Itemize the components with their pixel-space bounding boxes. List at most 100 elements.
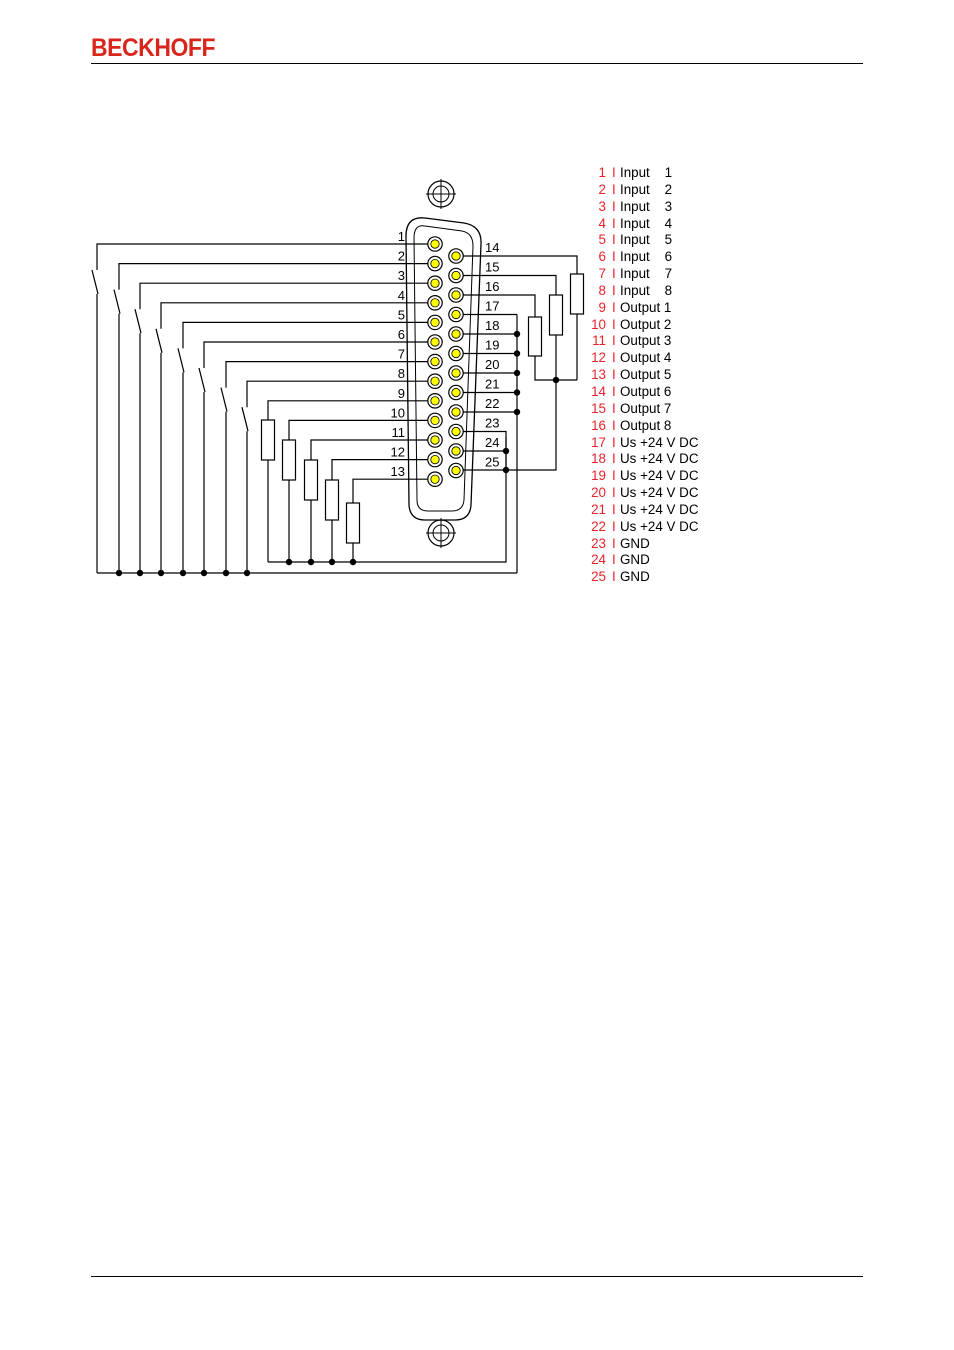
resistor [345,502,361,544]
pin-label-16: 16 [485,279,499,294]
resistor [548,294,564,336]
output-wire [534,356,577,381]
pin-label-9: 9 [398,386,405,401]
junction-dot [285,558,293,566]
input-wire [203,341,428,368]
pin-contact [451,309,461,320]
pin-contact [451,329,461,339]
pin-label-3: 3 [398,268,405,283]
legend-signal: Input 4 [620,215,673,231]
legend-pin-number: 24 [591,552,606,568]
pin-contact [430,278,440,288]
pin-label-18: 18 [485,318,499,333]
input-wire [139,282,428,310]
switch [220,387,228,412]
legend-pin-number: 8 [598,282,606,298]
legend-separator: I [612,552,616,568]
footer-rule [91,1276,863,1277]
legend-separator: I [612,282,616,298]
legend-pin-number: 21 [591,501,606,517]
junction-dot [513,389,521,396]
pin-contact [430,298,440,308]
pin-contact [430,239,440,249]
resistor [303,459,319,501]
legend-separator: I [612,333,616,349]
pin-label-11: 11 [392,425,406,440]
switch [155,328,163,353]
junction-dot [513,408,521,416]
legend-separator: I [612,215,616,231]
pin-contact [430,317,440,327]
pin-contact [451,270,461,281]
input-wire [225,361,428,388]
legend-signal: Us +24 V DC [620,468,699,484]
legend-pin-number: 15 [591,400,606,416]
legend-separator: I [612,266,616,282]
legend-pin-number: 17 [591,434,606,450]
switch [177,348,185,373]
pin-label-4: 4 [398,288,405,303]
legend-separator: I [612,518,616,534]
legend-pin-number: 11 [592,333,606,349]
pin-label-24: 24 [485,435,499,450]
pin-label-25: 25 [485,455,499,470]
connector-shell-inner [413,225,474,512]
legend-signal: Output 8 [620,417,672,433]
legend-pin-number: 14 [591,383,606,399]
legend-pin-number: 13 [591,367,606,383]
pin-label-6: 6 [398,327,405,342]
legend-signal: Input 2 [620,181,673,197]
connector-shell-outer [405,217,482,521]
pin-contact [430,454,440,465]
legend-signal: GND [620,535,650,551]
pin-contact [451,407,461,417]
junction-dot [307,558,315,566]
pin-label-7: 7 [398,347,405,362]
legend-pin-number: 10 [591,316,606,332]
pin-contact [430,474,440,484]
output-wire [310,439,428,460]
pin-label-22: 22 [485,396,499,411]
legend-signal: GND [620,552,650,568]
pin-label-23: 23 [485,416,499,431]
beckhoff-logo: BECKHOFF [91,34,216,62]
legend-signal: Us +24 V DC [620,451,699,467]
pin-label-12: 12 [391,445,405,460]
legend-signal: Us +24 V DC [620,485,699,501]
pin-label-20: 20 [485,357,499,372]
legend-separator: I [612,400,616,416]
pin-label-8: 8 [398,366,405,381]
junction-dot [513,350,521,357]
legend-separator: I [612,417,616,433]
header-rule [91,63,863,64]
wires [96,243,578,574]
pin-contact [451,251,461,261]
pin-contact [451,368,461,378]
components [91,269,585,577]
legend-pin-number: 18 [591,451,606,467]
pin-label-1: 1 [398,229,405,244]
junction-dot [200,569,208,577]
legend-pin-number: 5 [598,232,606,248]
gnd-wire [463,380,557,471]
junction-dot [552,376,560,384]
legend-pin-number: 12 [591,350,606,366]
pin-contact [451,426,461,437]
pin-contact [451,387,461,398]
junction-dot [136,569,144,577]
pin-contact [430,435,440,445]
dsub25-connector [405,179,482,548]
legend-pin-number: 9 [598,299,606,315]
legend-separator: I [612,485,616,501]
output-wire [463,274,557,295]
legend-signal: Input 3 [620,198,673,214]
legend-separator: I [612,198,616,214]
legend-pin-number: 16 [591,417,606,433]
resistor [324,479,340,521]
gnd-bus [268,437,507,563]
junction-dot [243,569,251,577]
legend-pin-number: 22 [591,518,606,534]
legend-pin-number: 2 [598,181,606,197]
pin-label-13: 13 [391,464,405,479]
